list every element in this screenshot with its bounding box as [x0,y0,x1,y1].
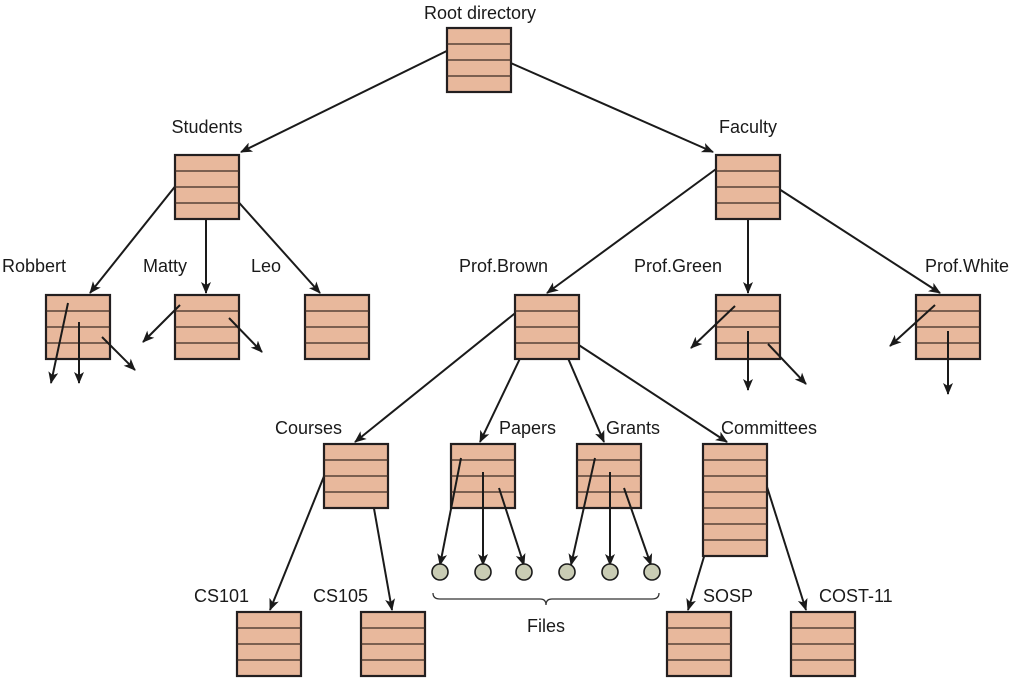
label-prof-green: Prof.Green [634,256,722,276]
edge-courses-cs101 [269,453,334,611]
label-cs105: CS105 [313,586,368,606]
directory-box-brown [513,293,581,361]
file-node [558,563,576,581]
pointer-arrow [568,457,596,566]
directory-box-sosp [665,610,733,678]
label-courses: Courses [275,418,342,438]
label-grants: Grants [606,418,660,438]
label-matty: Matty [143,256,187,276]
edge-root-students [240,42,464,153]
pointer-arrow [437,457,462,566]
edge-faculty-brown [546,160,728,294]
label-prof-white: Prof.White [925,256,1009,276]
directory-box-committees [701,442,769,558]
pointer-arrow [228,317,263,353]
pointer-arrow [889,304,936,347]
labels-layer: Root directory Students Faculty Robbert … [2,3,1009,636]
stub-arrows-layer [48,302,953,566]
label-papers: Papers [499,418,556,438]
pointer-arrow [623,487,653,566]
edge-root-faculty [496,56,714,153]
label-root: Root directory [424,3,536,23]
label-sosp: SOSP [703,586,753,606]
label-faculty: Faculty [719,117,777,137]
label-prof-brown: Prof.Brown [459,256,548,276]
directory-box-students [173,153,241,221]
label-robbert: Robbert [2,256,66,276]
directory-box-root [445,26,513,94]
directory-box-cs101 [235,610,303,678]
pointer-arrow [498,487,526,566]
label-committees: Committees [721,418,817,438]
pointer-arrow [101,336,136,371]
directory-box-courses [322,442,390,510]
edge-brown-committees [564,335,728,443]
file-node [474,563,492,581]
pointer-arrow [142,304,181,343]
label-files: Files [527,616,565,636]
directory-box-leo [303,293,371,361]
directory-box-faculty [714,153,782,221]
boxes-layer [44,26,982,678]
label-students: Students [171,117,242,137]
directory-box-cost11 [789,610,857,678]
edge-faculty-white [761,177,941,294]
file-node [431,563,449,581]
edge-students-leo [233,196,321,294]
file-node [515,563,533,581]
directory-box-cs105 [359,610,427,678]
file-node [601,563,619,581]
files-brace [432,592,660,606]
label-cs101: CS101 [194,586,249,606]
label-cost-11: COST-11 [819,586,893,606]
directory-box-matty [173,293,241,361]
pointer-arrow [48,302,69,384]
pointer-arrow [767,343,807,385]
label-leo: Leo [251,256,281,276]
file-node [643,563,661,581]
edge-brown-courses [354,305,525,443]
files-layer [431,563,661,606]
pointer-arrow [690,305,736,349]
